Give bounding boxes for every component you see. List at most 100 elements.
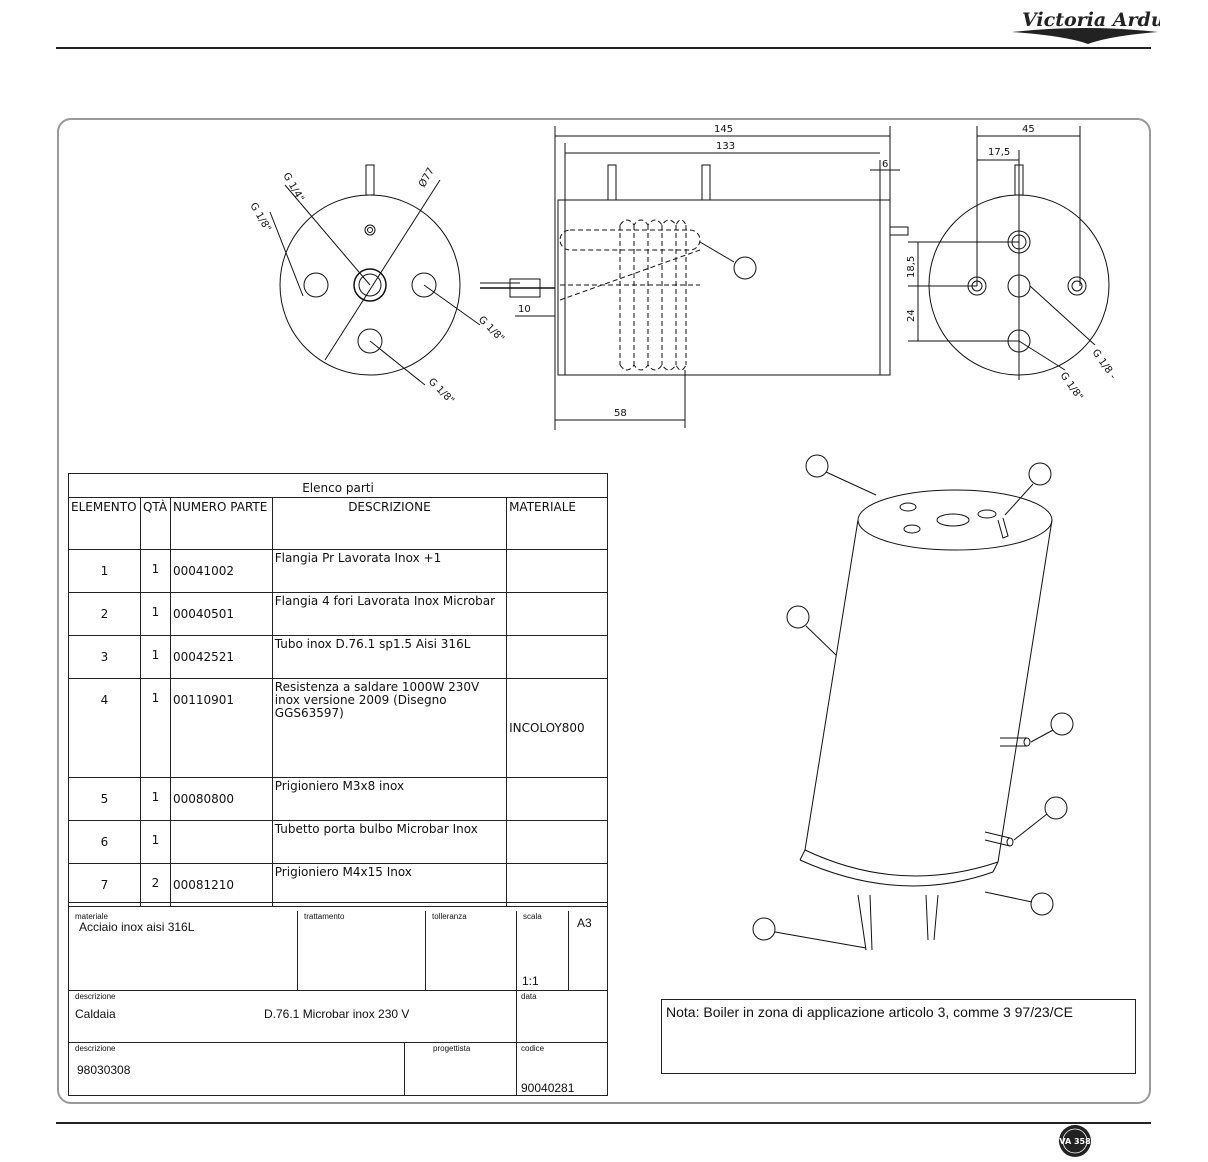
- dim-10: 10: [518, 304, 531, 315]
- label-descrizione-2: descrizione: [75, 1044, 116, 1053]
- cell-material: [506, 820, 608, 864]
- cell-desc: Flangia Pr Lavorata Inox +1: [271, 549, 508, 593]
- label-progettista: progettista: [433, 1044, 471, 1053]
- value-scala: 1:1: [522, 974, 539, 988]
- table-row: 2 1 00040501 Flangia 4 fori Lavorata Ino…: [68, 592, 608, 636]
- header-desc: DESCRIZIONE: [271, 497, 508, 550]
- cell-data: data: [517, 991, 607, 1043]
- dim-24: 24: [906, 309, 917, 322]
- cell-desc: Prigioniero M4x15 Inox: [271, 863, 508, 907]
- cell-element: 5: [68, 777, 141, 821]
- cell-element: 3: [68, 635, 141, 679]
- drawing-frame: [57, 118, 1151, 1104]
- dim-133: 133: [716, 141, 735, 152]
- label-diam77: Ø77: [416, 166, 437, 190]
- footer-badge-icon: VA 358: [1059, 1125, 1091, 1157]
- cell-progettista: progettista: [405, 1043, 517, 1095]
- cell-qty: 2: [139, 863, 171, 907]
- cell-codice: codice 90040281: [517, 1043, 607, 1095]
- value-codice: 90040281: [521, 1081, 575, 1095]
- cell-desc: Flangia 4 fori Lavorata Inox Microbar: [271, 592, 508, 636]
- parts-list-caption: Elenco parti: [68, 473, 608, 498]
- cell-material: [506, 863, 608, 907]
- note-text: Boiler in zona di applicazione articolo …: [703, 1004, 1074, 1020]
- label-g18-e: G 1/8": [1058, 370, 1085, 402]
- cell-scala: scala 1:1: [517, 911, 569, 991]
- label-g14: G 1/4": [280, 171, 305, 204]
- cell-format: A3: [569, 911, 607, 991]
- cell-part: 00041002: [169, 549, 273, 593]
- table-row: 4 1 00110901 Resistenza a saldare 1000W …: [68, 678, 608, 778]
- cell-material: [506, 592, 608, 636]
- title-block: materiale Acciaio inox aisi 316L trattam…: [68, 902, 608, 1096]
- table-row: 5 1 00080800 Prigioniero M3x8 inox: [68, 777, 608, 821]
- cell-qty: 1: [139, 635, 171, 679]
- note-box: Nota: Boiler in zona di applicazione art…: [661, 999, 1136, 1074]
- header-rule: [56, 47, 1151, 49]
- cell-desc: Resistenza a saldare 1000W 230V inox ver…: [271, 678, 508, 778]
- cell-part: 00081210: [169, 863, 273, 907]
- label-tolleranza: tolleranza: [432, 912, 467, 921]
- cell-qty: 1: [139, 820, 171, 864]
- label-g18-b: G 1/8": [476, 314, 506, 344]
- label-g18-a: G 1/8": [247, 201, 272, 234]
- cell-material: [506, 635, 608, 679]
- cell-part: 00110901: [169, 678, 273, 778]
- cell-part: 00042521: [169, 635, 273, 679]
- header-qty: QTÀ: [139, 497, 171, 550]
- cell-desc: Prigioniero M3x8 inox: [271, 777, 508, 821]
- table-row: 3 1 00042521 Tubo inox D.76.1 sp1.5 Aisi…: [68, 635, 608, 679]
- cell-trattamento: trattamento: [298, 911, 426, 991]
- cell-element: 6: [68, 820, 141, 864]
- cell-material: INCOLOY800: [506, 678, 608, 778]
- cell-element: 4: [68, 678, 141, 778]
- cell-qty: 1: [139, 549, 171, 593]
- table-row: 6 1 Tubetto porta bulbo Microbar Inox: [68, 820, 608, 864]
- boiler-side-view: 145 133 6 10 58: [480, 124, 909, 430]
- label-trattamento: trattamento: [304, 912, 345, 921]
- header-part: NUMERO PARTE: [169, 497, 273, 550]
- label-g18-c: G 1/8": [426, 376, 456, 406]
- victoria-arduino-logo: Victoria Arduino: [1012, 9, 1160, 44]
- cell-qty: 1: [139, 592, 171, 636]
- cell-descrizione-2: descrizione 98030308: [69, 1043, 405, 1095]
- cell-material: [506, 549, 608, 593]
- dim-6: 6: [882, 159, 888, 170]
- table-row: 1 1 00041002 Flangia Pr Lavorata Inox +1: [68, 549, 608, 593]
- cell-qty: 1: [139, 777, 171, 821]
- header-material: MATERIALE: [506, 497, 608, 550]
- cell-part: [169, 820, 273, 864]
- cell-part: 00080800: [169, 777, 273, 821]
- value-format: A3: [577, 916, 592, 930]
- cell-tolleranza: tolleranza: [426, 911, 517, 991]
- label-materiale: materiale: [75, 912, 108, 921]
- logo-text: Victoria Arduino: [1022, 9, 1160, 31]
- label-data: data: [521, 992, 537, 1001]
- table-row: 7 2 00081210 Prigioniero M4x15 Inox: [68, 863, 608, 907]
- dim-45: 45: [1022, 124, 1035, 135]
- flange-end-view: 45 17,5 18,5 24 G 1/8 - G 1/8": [906, 124, 1118, 403]
- value-descrizione: Caldaia: [75, 1007, 116, 1021]
- value-materiale: Acciaio inox aisi 316L: [79, 920, 195, 934]
- label-codice: codice: [521, 1044, 545, 1053]
- cell-material: [506, 777, 608, 821]
- boiler-isometric-view: [752, 454, 1074, 951]
- cell-part: 00040501: [169, 592, 273, 636]
- cell-qty: 1: [139, 678, 171, 778]
- cell-desc: Tubo inox D.76.1 sp1.5 Aisi 316L: [271, 635, 508, 679]
- value-descrizione-3: 98030308: [77, 1063, 131, 1077]
- label-g18-d: G 1/8 -: [1090, 347, 1119, 381]
- note-label: Nota:: [666, 1004, 700, 1020]
- footer-rule: [56, 1122, 1151, 1124]
- cell-descrizione: descrizione Caldaia D.76.1 Microbar inox…: [69, 991, 517, 1043]
- badge-text: VA 358: [1059, 1137, 1091, 1146]
- dim-145: 145: [714, 124, 733, 135]
- cell-desc: Tubetto porta bulbo Microbar Inox: [271, 820, 508, 864]
- value-descrizione-2: D.76.1 Microbar inox 230 V: [264, 1007, 410, 1021]
- dim-18-5: 18,5: [906, 256, 917, 278]
- header-element: ELEMENTO: [68, 497, 141, 550]
- label-scala: scala: [523, 912, 542, 921]
- flange-front-view: G 1/4" G 1/8" Ø77 G 1/8" G 1/8": [247, 164, 506, 406]
- cell-element: 7: [68, 863, 141, 907]
